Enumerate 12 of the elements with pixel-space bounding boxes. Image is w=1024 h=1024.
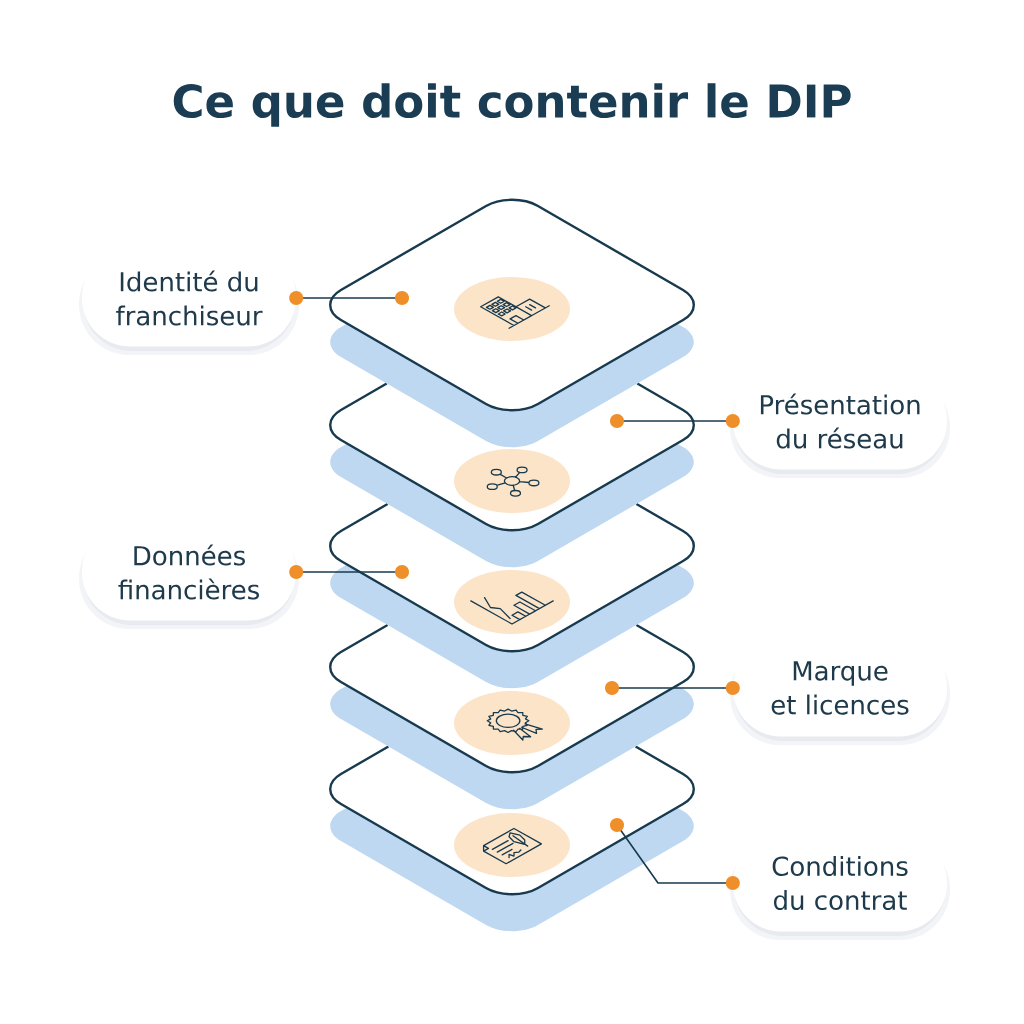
leader-line xyxy=(610,414,740,428)
label-pill: Données financières xyxy=(79,523,299,629)
leader-line xyxy=(289,291,409,305)
title: Ce que doit contenir le DIP xyxy=(173,83,851,127)
layer-plate xyxy=(329,198,695,448)
label-pill: Présentation du réseau xyxy=(730,372,950,478)
label-pill: Marque et licences xyxy=(730,639,950,745)
leader-line xyxy=(289,565,409,579)
label-pill: Identité du franchiseur xyxy=(79,249,299,355)
leader-line xyxy=(605,681,740,695)
label-pill: Conditions du contrat xyxy=(730,834,950,940)
leader-line xyxy=(610,818,740,890)
